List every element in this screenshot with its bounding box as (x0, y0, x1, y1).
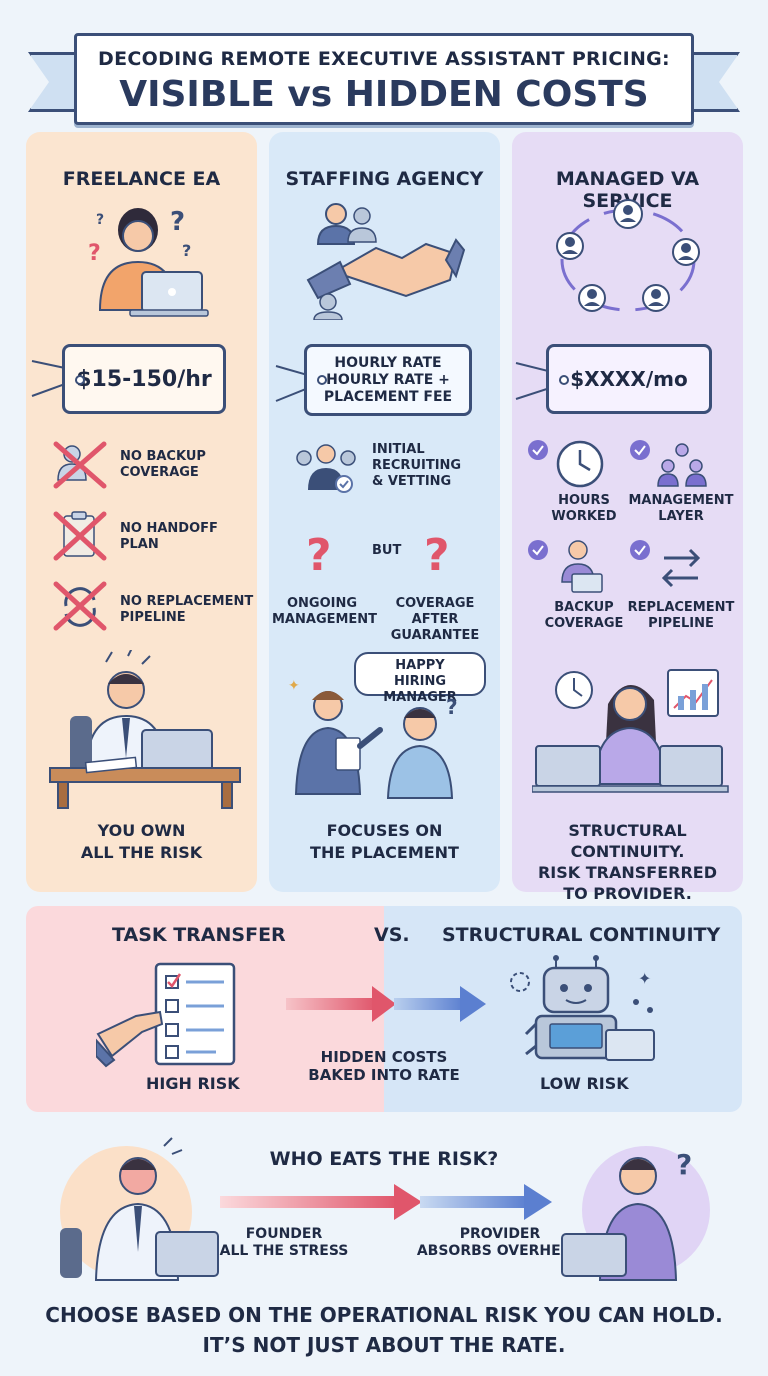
coverage-after-guarantee-label: COVERAGE AFTER GUARANTEE (390, 596, 480, 643)
but-label: BUT (372, 543, 402, 558)
backup-coverage-icon (528, 540, 603, 593)
relaxed-provider-illustration: ? (561, 1146, 710, 1281)
svg-text:✦: ✦ (638, 969, 651, 988)
founder-stress-label: FOUNDER ALL THE STRESS (219, 1226, 349, 1259)
managed-price-tag: $XXXX/mo (546, 344, 712, 414)
structural-continuity-title: STRUCTURAL CONTINUITY (442, 924, 721, 946)
speech-bubble-text: HAPPY HIRING MANAGER (383, 658, 457, 705)
team-cycle-illustration (556, 199, 700, 312)
speech-bubble: HAPPY HIRING MANAGER (354, 652, 486, 705)
conclusion-line-1: CHOOSE BASED ON THE OPERATIONAL RISK YOU… (45, 1303, 723, 1327)
team-member-icon (556, 232, 584, 260)
question-mark-icon: ? (306, 530, 332, 578)
question-mark-icon: ? (170, 207, 185, 237)
no-backup-icon (53, 441, 107, 489)
ongoing-management-label: ONGOING MANAGEMENT (272, 596, 378, 627)
hiring-manager-illustration: ✦ ? (288, 678, 458, 799)
recruiting-label: INITIAL RECRUITING & VETTING (372, 442, 462, 489)
agency-price-tag: HOURLY RATE HOURLY RATE + PLACEMENT FEE (304, 344, 472, 416)
risk-arrow (220, 1184, 552, 1220)
no-handoff-icon (53, 511, 107, 561)
who-eats-risk-title: WHO EATS THE RISK? (269, 1148, 499, 1170)
hours-worked-icon (528, 440, 604, 488)
managed-assistant-illustration (532, 669, 729, 793)
no-replacement-icon (53, 581, 107, 631)
freelance-price-tag: $15-150/hr (62, 344, 226, 414)
question-mark-icon: ? (424, 530, 450, 578)
replacement-pipeline-icon (630, 540, 701, 588)
robot-illustration: ✦ (510, 955, 655, 1061)
stressed-founder-desk-illustration (49, 650, 241, 809)
handshake-illustration (306, 203, 466, 320)
hours-worked-label: HOURS WORKED (551, 493, 617, 524)
svg-text:✦: ✦ (288, 678, 300, 694)
freelance-footer: YOU OWN ALL THE RISK (80, 821, 203, 862)
agency-price-line-3: PLACEMENT FEE (323, 388, 453, 405)
team-member-icon (613, 199, 643, 229)
title-line-1: DECODING REMOTE EXECUTIVE ASSISTANT PRIC… (98, 48, 670, 70)
freelance-price: $15-150/hr (76, 366, 212, 392)
stressed-founder-illustration (60, 1137, 219, 1281)
agency-price-line-1: HOURLY RATE (334, 354, 442, 371)
hidden-costs-label: HIDDEN COSTS BAKED INTO RATE (308, 1048, 460, 1084)
managed-footer: STRUCTURAL CONTINUITY. RISK TRANSFERRED … (537, 821, 717, 903)
recruiting-icon (296, 444, 356, 493)
svg-text:?: ? (306, 530, 332, 578)
conclusion-line-2: IT’S NOT JUST ABOUT THE RATE. (202, 1333, 566, 1357)
team-member-icon (578, 284, 606, 312)
managed-price: $XXXX/mo (570, 367, 688, 391)
high-risk-label: HIGH RISK (146, 1074, 240, 1093)
agency-title: STAFFING AGENCY (285, 168, 484, 190)
transfer-arrow (286, 986, 486, 1022)
management-layer-icon (630, 440, 707, 487)
question-mark-icon: ? (88, 241, 101, 266)
management-layer-label: MANAGEMENT LAYER (628, 493, 734, 524)
freelance-title: FREELANCE EA (62, 168, 221, 190)
team-member-icon (642, 284, 670, 312)
title-banner: DECODING REMOTE EXECUTIVE ASSISTANT PRIC… (74, 33, 694, 125)
low-risk-label: LOW RISK (540, 1074, 629, 1093)
confused-freelancer-illustration: ? ? ? ? (88, 207, 209, 317)
question-mark-icon: ? (96, 212, 104, 228)
svg-text:?: ? (676, 1148, 692, 1181)
no-handoff-label: NO HANDOFF PLAN (120, 521, 218, 552)
no-replacement-label: NO REPLACEMENT PIPELINE (120, 594, 254, 625)
svg-text:?: ? (424, 530, 450, 578)
agency-price-line-2: HOURLY RATE + (326, 371, 450, 388)
task-transfer-title: TASK TRANSFER (112, 924, 286, 946)
checklist-hand-illustration (96, 962, 236, 1068)
backup-coverage-label: BACKUP COVERAGE (544, 600, 624, 631)
question-mark-icon: ? (182, 241, 191, 260)
title-line-2: VISIBLE vs HIDDEN COSTS (119, 74, 649, 115)
replacement-pipeline-label: REPLACEMENT PIPELINE (627, 600, 735, 631)
svg-text:?: ? (446, 695, 458, 719)
vs-label: VS. (374, 924, 410, 946)
agency-footer: FOCUSES ON THE PLACEMENT (310, 821, 459, 862)
no-backup-label: NO BACKUP COVERAGE (120, 449, 206, 480)
team-member-icon (672, 238, 700, 266)
